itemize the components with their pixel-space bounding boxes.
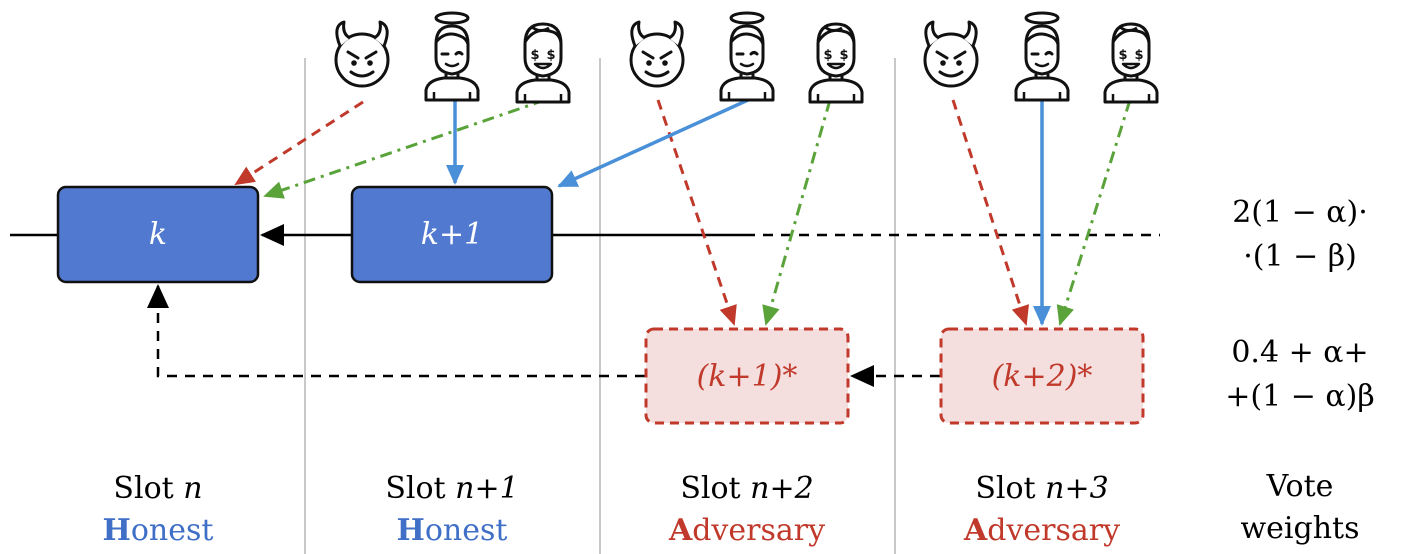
greedy-icon — [808, 22, 864, 104]
slot-label-n: Slot n Honest — [103, 471, 214, 548]
slot-type-rest: dversary — [692, 513, 825, 548]
slot-type-initial: H — [397, 513, 425, 548]
vote-weights-title-line1: Vote — [1266, 469, 1334, 504]
greedy-icon — [1103, 22, 1159, 104]
block-k-plus-1 — [350, 185, 554, 284]
block-k-plus-1-adversary-label: (k+1)* — [697, 359, 798, 394]
svg-text:Honest: Honest — [103, 513, 214, 548]
svg-text:Slot n+1: Slot n+1 — [385, 471, 518, 506]
vote-arrow-greedy-2 — [762, 99, 832, 326]
slot-type-rest: dversary — [987, 513, 1120, 548]
block-k-plus-2-adversary-label: (k+2)* — [992, 359, 1093, 394]
svg-text:Honest: Honest — [397, 513, 508, 548]
adv-link-to-k — [147, 284, 645, 378]
slot-type-initial: A — [963, 513, 988, 548]
slot-var: n+2 — [750, 471, 814, 506]
angel-icon — [1014, 11, 1070, 102]
svg-text:Slot n: Slot n — [113, 471, 202, 506]
slot-label-n-plus-3: Slot n+3 Adversary — [963, 471, 1120, 548]
slot-label-n-plus-2: Slot n+2 Adversary — [668, 471, 825, 548]
svg-text:Slot n+2: Slot n+2 — [680, 471, 813, 506]
devil-icon — [334, 20, 390, 88]
svg-text:Slot n+3: Slot n+3 — [975, 471, 1108, 506]
slot-prefix: Slot — [385, 471, 455, 506]
vote-arrow-devil-1 — [234, 100, 364, 186]
slot-type-rest: onest — [425, 513, 508, 548]
vote-weight-adv-line2: +(1 − α)β — [1225, 379, 1374, 414]
svg-text:Adversary: Adversary — [963, 513, 1120, 548]
slot-type-initial: H — [103, 513, 131, 548]
svg-text:Adversary: Adversary — [668, 513, 825, 548]
slot-var: n — [183, 471, 202, 506]
angel-icon — [424, 11, 480, 102]
vote-weight-honest-line1: 2(1 − α)· — [1232, 195, 1368, 230]
vote-arrow-devil-2 — [656, 99, 737, 326]
block-k-plus-2-adversary — [939, 327, 1145, 425]
block-k-label: k — [149, 217, 167, 252]
vote-weight-honest-line2: ·(1 − β) — [1243, 239, 1357, 274]
vote-arrow-devil-3 — [951, 99, 1029, 326]
block-k-plus-1-adversary — [644, 327, 850, 425]
slot-type-rest: onest — [131, 513, 214, 548]
block-k-plus-1-label: k+1 — [421, 217, 483, 252]
slot-label-n-plus-1: Slot n+1 Honest — [385, 471, 518, 548]
vote-arrow-angel-2 — [557, 98, 749, 188]
devil-icon — [923, 20, 979, 88]
slot-prefix: Slot — [680, 471, 750, 506]
vote-weights-title-line2: weights — [1240, 511, 1359, 546]
vote-weight-adv-line1: 0.4 + α+ — [1231, 335, 1368, 370]
slot-prefix: Slot — [113, 471, 183, 506]
slot-type-initial: A — [668, 513, 693, 548]
vote-arrow-greedy-1 — [263, 98, 546, 199]
greedy-icon — [515, 22, 571, 104]
devil-icon — [629, 20, 685, 88]
vote-arrow-greedy-3 — [1056, 99, 1132, 326]
slot-prefix: Slot — [975, 471, 1045, 506]
block-k — [56, 185, 260, 284]
slot-var: n+1 — [455, 471, 519, 506]
angel-icon — [719, 11, 775, 102]
slot-var: n+3 — [1045, 471, 1109, 506]
